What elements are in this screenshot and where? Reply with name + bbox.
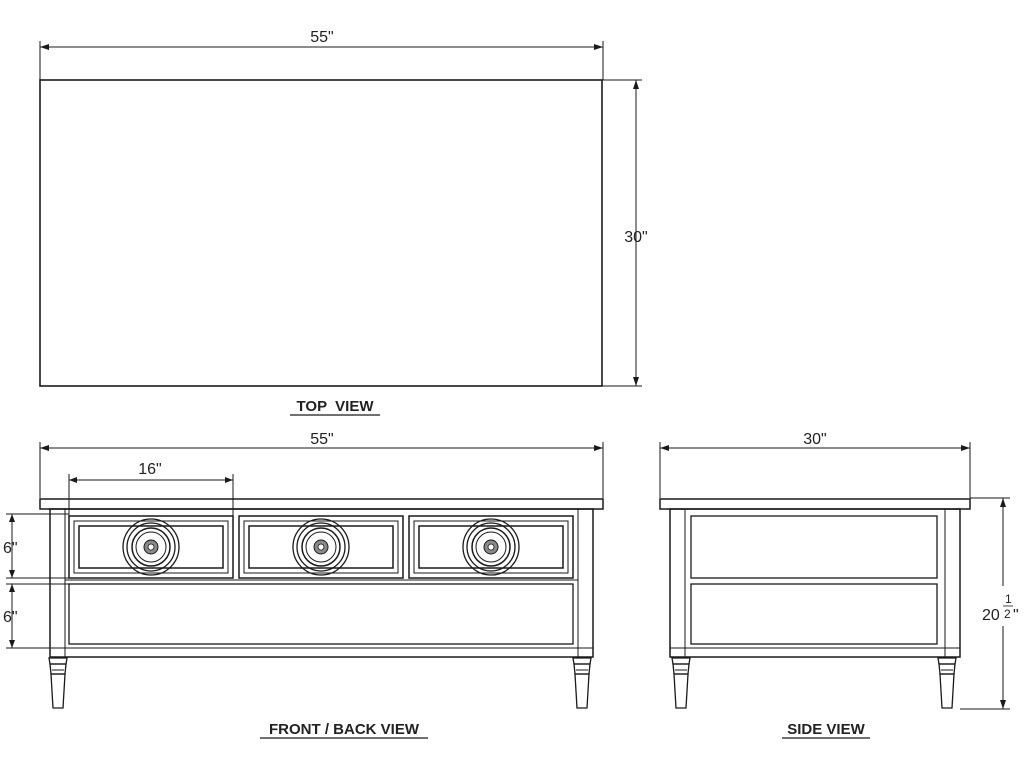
side-view-title: SIDE VIEW (787, 721, 865, 738)
drawer-1 (68, 515, 234, 579)
side-upper-panel (690, 515, 938, 579)
table-top-outline (39, 79, 603, 387)
front-right-leg (572, 657, 592, 709)
side-depth-dimension: 30" (659, 431, 971, 498)
drawer-3 (408, 515, 574, 579)
top-depth-label: 30" (624, 229, 647, 246)
front-view-title: FRONT / BACK VIEW (269, 721, 420, 738)
front-view: 55" 16" (3, 431, 604, 739)
side-height-dimension: 20 1 2 " (960, 497, 1024, 710)
drawer-2-medallion-knob (292, 518, 350, 576)
top-depth-dimension: 30" (602, 79, 648, 387)
side-height-fraction-den: 2 (1004, 607, 1011, 621)
drawer-2 (238, 515, 404, 579)
top-width-dimension: 55" (39, 29, 604, 80)
side-height-unit: " (1013, 607, 1019, 624)
drawer-height-label: 6" (3, 540, 18, 557)
front-lower-panel (68, 583, 574, 645)
front-height-dimensions: 6" 6" (3, 513, 69, 649)
drawer-1-medallion-knob (122, 518, 180, 576)
drawer-width-label: 16" (138, 461, 161, 478)
front-top-slab (39, 498, 604, 510)
side-left-leg (671, 657, 691, 709)
side-lower-panel (690, 583, 938, 645)
side-view: 30" 20 1 2 " SIDE VIEW (659, 431, 1024, 739)
front-left-leg (48, 657, 68, 709)
side-right-leg (937, 657, 957, 709)
top-width-label: 55" (310, 29, 333, 46)
side-carcass (669, 508, 961, 658)
side-height-whole: 20 (982, 607, 1000, 624)
lower-panel-height-label: 6" (3, 609, 18, 626)
side-height-fraction-num: 1 (1005, 592, 1012, 606)
front-width-label: 55" (310, 431, 333, 448)
drawer-width-dimension: 16" (68, 461, 234, 517)
front-width-dimension: 55" (39, 431, 604, 498)
top-view-title: TOP VIEW (297, 398, 375, 415)
top-view: 55" 30" TOP VIEW (39, 29, 648, 416)
front-carcass (49, 508, 594, 658)
side-depth-label: 30" (803, 431, 826, 448)
drawer-3-medallion-knob (462, 518, 520, 576)
side-top-slab (659, 498, 971, 510)
